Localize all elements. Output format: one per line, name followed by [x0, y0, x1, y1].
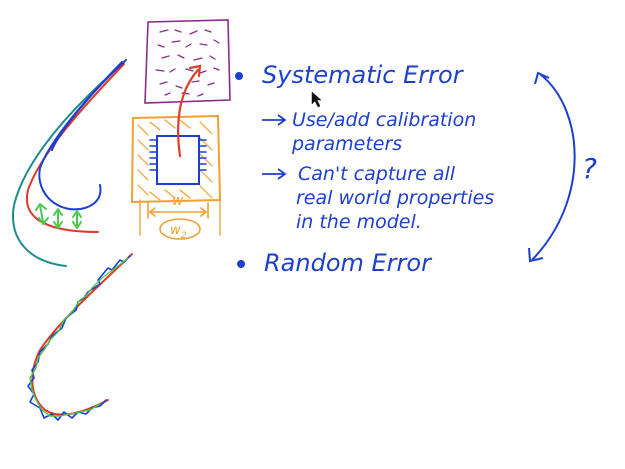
random-red-curve [31, 253, 133, 416]
w2-ellipse [159, 218, 201, 240]
question-mark: ? [582, 152, 597, 185]
real-world-text: real world properties [296, 187, 494, 209]
random-error-text: Random Error [264, 249, 433, 277]
camera-rig [130, 64, 222, 240]
random-curves [27, 253, 133, 421]
mouse-cursor-icon [311, 91, 322, 108]
red-curve [25, 63, 125, 233]
cant-capture-text: Can't capture all [298, 163, 456, 185]
systematic-curves [12, 59, 127, 267]
random-blue-noise [27, 255, 131, 421]
notes: Systematic Error Use/add calibration par… [170, 61, 597, 277]
w2-label: w [170, 223, 181, 238]
calibration-text: Use/add calibration [292, 109, 476, 131]
bullet-random [237, 260, 245, 268]
in-the-model-text: in the model. [296, 211, 422, 233]
purple-target-box [144, 19, 231, 104]
w-dimension [147, 202, 209, 219]
bracket-arrow [531, 73, 576, 261]
parameters-text: parameters [291, 133, 402, 155]
w2-subscript: 2 [181, 231, 187, 241]
random-green-noise [29, 257, 129, 417]
arrow-cant [262, 168, 287, 180]
arrow-calib [262, 114, 287, 126]
bullet-systematic [235, 72, 243, 80]
blue-curve-tail [51, 59, 127, 151]
orange-hatching [137, 119, 213, 201]
teal-curve [12, 67, 119, 267]
w-label: w [172, 193, 184, 209]
red-arrow [177, 68, 200, 158]
systematic-error-text: Systematic Error [262, 61, 465, 89]
green-arrows [35, 203, 82, 229]
